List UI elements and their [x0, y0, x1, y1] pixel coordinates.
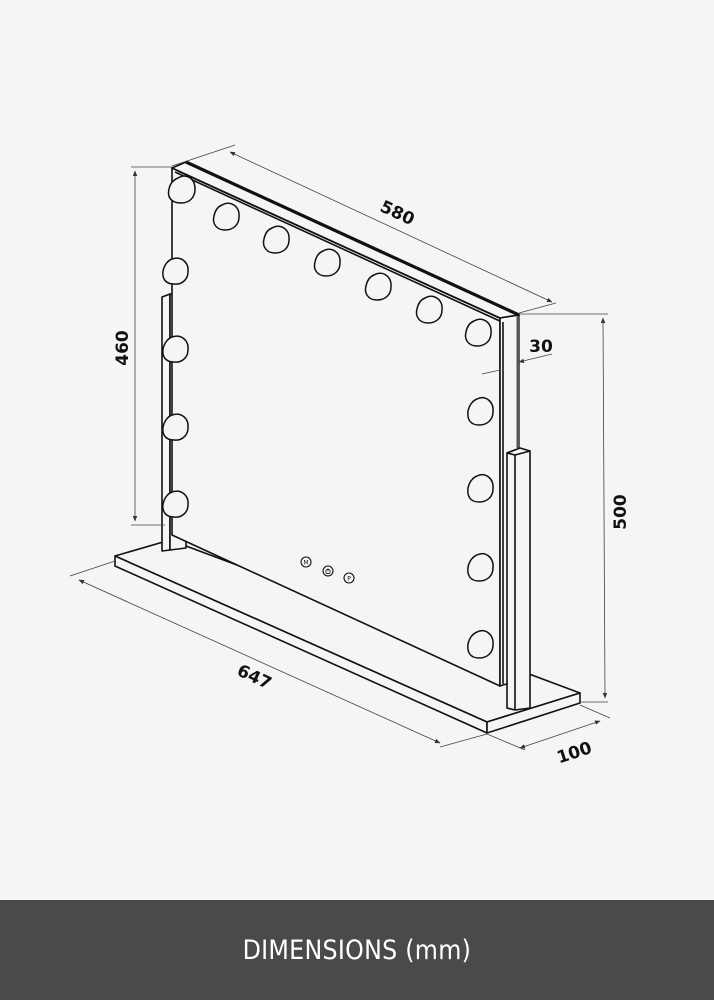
dimension-depth-30: 30 — [481, 337, 553, 375]
bulb-icon — [464, 318, 492, 347]
mode-button-icon: M — [300, 556, 312, 568]
bulb-icon — [162, 490, 189, 518]
svg-text:100: 100 — [554, 738, 594, 768]
power-button-icon — [322, 565, 334, 577]
right-support-leg — [506, 447, 531, 711]
bulb-icon — [467, 397, 494, 426]
bulb-icon — [167, 175, 196, 204]
svg-text:M: M — [303, 560, 308, 567]
preset-button-icon: P — [343, 572, 355, 584]
bulb-icon — [467, 474, 494, 503]
dimension-height-500: 500 — [519, 313, 631, 703]
footer-banner: DIMENSIONS (mm) — [0, 900, 714, 1000]
bulb-icon — [467, 630, 494, 659]
svg-text:P: P — [347, 576, 351, 583]
bulb-icon — [467, 553, 494, 582]
dimension-height-460: 460 — [113, 166, 172, 526]
svg-text:30: 30 — [529, 337, 553, 357]
svg-text:580: 580 — [377, 197, 418, 230]
bulb-icon — [162, 413, 189, 441]
svg-text:460: 460 — [113, 330, 133, 366]
svg-text:500: 500 — [611, 494, 631, 530]
bulb-icon — [162, 257, 189, 285]
mirror-dimension-diagram: M P 580 460 30 500 — [69, 144, 631, 768]
bulb-icon — [162, 335, 189, 363]
footer-title: DIMENSIONS (mm) — [242, 934, 472, 966]
